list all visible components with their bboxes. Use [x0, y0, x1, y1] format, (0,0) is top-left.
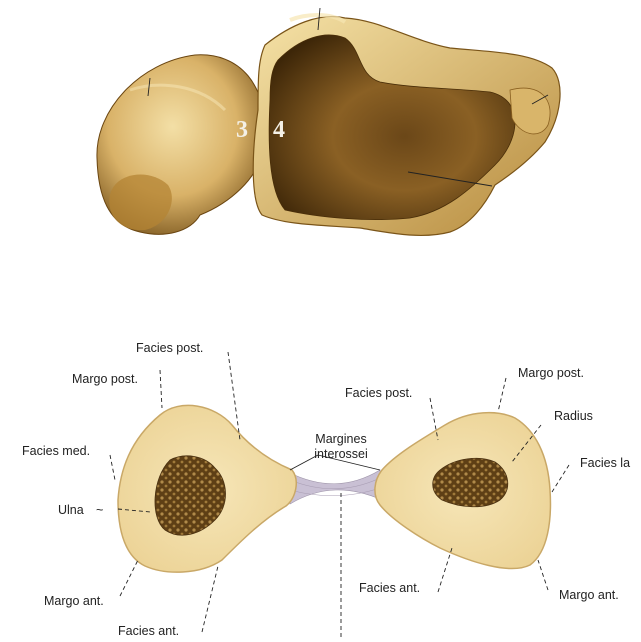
ulna-tilde-mark: ~: [96, 503, 103, 517]
interosseous-membrane: [288, 470, 382, 504]
label-radius: Radius: [554, 409, 593, 423]
label-ulna-margo-ant: Margo ant.: [44, 594, 104, 608]
specimen-photo: 3 4: [97, 8, 560, 235]
label-ulna-facies-ant: Facies ant.: [118, 624, 179, 638]
label-radius-facies-lat: Facies la: [580, 456, 630, 470]
specimen-number-3: 3: [236, 117, 248, 143]
label-radius-facies-ant: Facies ant.: [359, 581, 420, 595]
specimen-number-4: 4: [273, 117, 285, 143]
label-radius-margo-post: Margo post.: [518, 366, 584, 380]
label-margines-line2: interossei: [314, 447, 368, 461]
label-radius-facies-post: Facies post.: [345, 386, 412, 400]
cross-section-diagram: Facies post. Margo post. Facies med. Uln…: [22, 341, 630, 640]
label-ulna-facies-post: Facies post.: [136, 341, 203, 355]
label-margines-line1: Margines: [315, 432, 366, 446]
label-ulna: Ulna: [58, 503, 84, 517]
label-ulna-margo-post: Margo post.: [72, 372, 138, 386]
label-ulna-facies-med: Facies med.: [22, 444, 90, 458]
label-radius-margo-ant: Margo ant.: [559, 588, 619, 602]
